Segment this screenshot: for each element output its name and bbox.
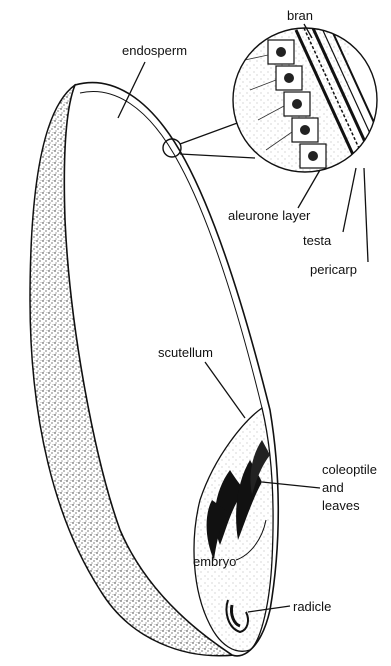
leader-aleurone xyxy=(298,170,320,208)
inset-connector-top xyxy=(180,122,240,144)
label-pericarp: pericarp xyxy=(310,262,357,277)
label-testa: testa xyxy=(303,233,332,248)
label-aleurone-layer: aleurone layer xyxy=(228,208,311,223)
label-radicle: radicle xyxy=(293,599,331,614)
label-scutellum: scutellum xyxy=(158,345,213,360)
label-embryo: embryo xyxy=(193,554,236,569)
leader-pericarp xyxy=(364,168,368,262)
label-coleoptile-line1: coleoptile xyxy=(322,462,377,477)
leader-testa xyxy=(343,168,356,232)
magnified-inset xyxy=(230,22,391,175)
label-bran: bran xyxy=(287,8,313,23)
label-coleoptile-line3: leaves xyxy=(322,498,360,513)
inset-connector-bottom xyxy=(180,154,255,158)
label-coleoptile-line2: and xyxy=(322,480,344,495)
label-endosperm: endosperm xyxy=(122,43,187,58)
